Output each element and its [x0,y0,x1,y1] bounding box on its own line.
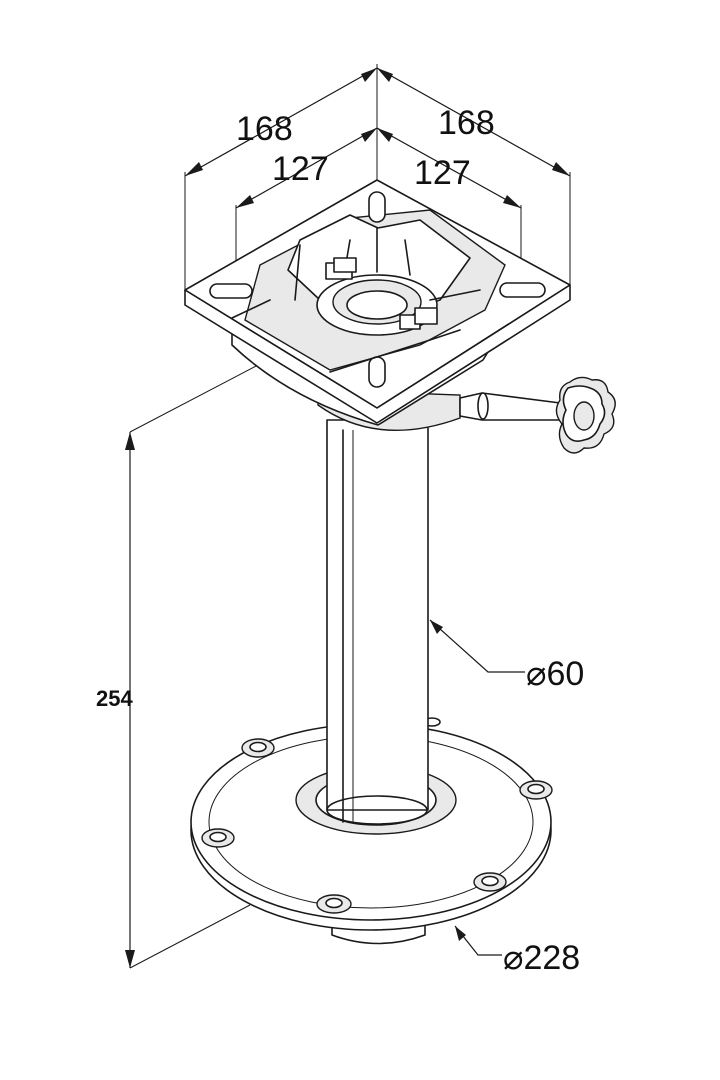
base-plate [190,723,552,945]
mount-hole-1-icon [241,738,275,758]
dim-label-127-right: 127 [414,154,471,192]
slot-left-icon [209,283,253,299]
slot-bottom-icon [368,356,386,388]
dimension-height-254 [125,329,326,969]
dim-label-column-diameter: ⌀60 [526,655,584,693]
leader-base-diameter [454,925,502,956]
dim-label-168-left: 168 [236,110,293,148]
top-mount [184,179,571,431]
mount-hole-4-icon [473,872,507,892]
slot-right-icon [499,282,546,298]
leader-column-diameter [429,619,525,673]
dim-label-168-right: 168 [438,104,495,142]
lock-knob [459,376,616,454]
dim-label-base-diameter: ⌀228 [503,939,580,977]
slot-top-icon [368,191,386,223]
base-mounting-holes [201,717,553,914]
column-tube [326,419,429,825]
mount-hole-2-icon [519,780,553,800]
dimension-outer-168 [184,64,571,290]
mount-hole-5-icon [316,894,352,914]
dim-label-127-left: 127 [272,150,329,188]
dim-label-254: 254 [96,686,133,711]
mount-hole-3-icon [201,828,235,848]
dimension-inner-127 [235,127,522,285]
